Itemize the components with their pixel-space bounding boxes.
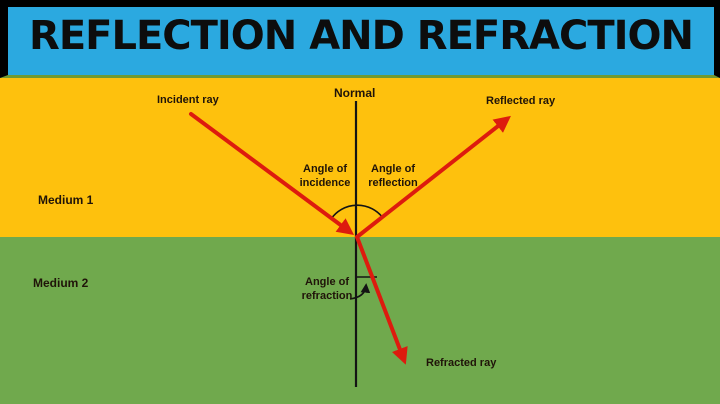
medium1-label: Medium 1 — [38, 193, 94, 207]
page-title: REFLECTION AND REFRACTION — [29, 13, 694, 59]
medium2-region — [0, 237, 720, 404]
normal-label: Normal — [334, 86, 376, 100]
angle-of-refraction-label: Angle of refraction — [301, 276, 353, 302]
reflected-ray-label: Reflected ray — [486, 95, 556, 107]
angle-of-reflection-label: Angle of reflection — [368, 163, 418, 189]
angle-of-incidence-label: Angle of incidence — [299, 163, 351, 189]
medium1-region — [0, 78, 720, 237]
incident-ray-label: Incident ray — [157, 94, 219, 106]
refracted-ray-label: Refracted ray — [426, 357, 497, 369]
medium2-label: Medium 2 — [33, 276, 89, 290]
title-band: REFLECTION AND REFRACTION — [0, 0, 720, 78]
